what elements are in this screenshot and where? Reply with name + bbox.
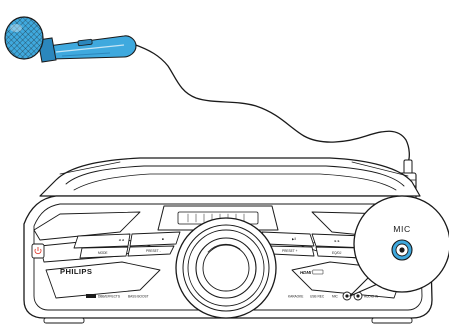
callout-label-mic: MIC <box>393 224 411 234</box>
button-label-preset-minus: PRESET - <box>146 249 161 253</box>
button-label-play: ▶II <box>292 237 296 241</box>
brand-label: PHILIPS <box>60 267 92 276</box>
button-label-stop: ■ <box>162 237 164 241</box>
button-label-next: ►► <box>334 239 340 243</box>
microphone-handle <box>47 35 137 60</box>
button-label-eq: EQ/DJ <box>332 251 342 255</box>
bottom-label-usb: USB REC <box>310 295 325 299</box>
button-label-prev: ◄◄ <box>118 238 124 242</box>
bottom-label-audio-in: AUDIO IN <box>364 295 379 299</box>
hdmi-label: HDMI <box>300 270 312 275</box>
button-label-mode: MODE <box>98 251 108 255</box>
bottom-label-karaoke: KARAOKE <box>288 295 303 299</box>
bottom-label-bass: BASS BOOST <box>128 295 149 299</box>
power-icon <box>31 243 45 259</box>
microphone-head <box>4 16 44 60</box>
volume-knob <box>175 217 277 319</box>
bottom-label-dbb: DBB/EFFECTS <box>98 295 120 299</box>
button-label-preset-plus: PRESET + <box>282 249 298 253</box>
bottom-label-mic: MIC <box>332 295 339 299</box>
mic-callout: MIC <box>349 195 449 297</box>
mic-jack-icon <box>391 239 413 261</box>
stereo-unit: nfc MODE PRESET - <box>23 157 433 324</box>
microphone-icon <box>4 16 410 163</box>
